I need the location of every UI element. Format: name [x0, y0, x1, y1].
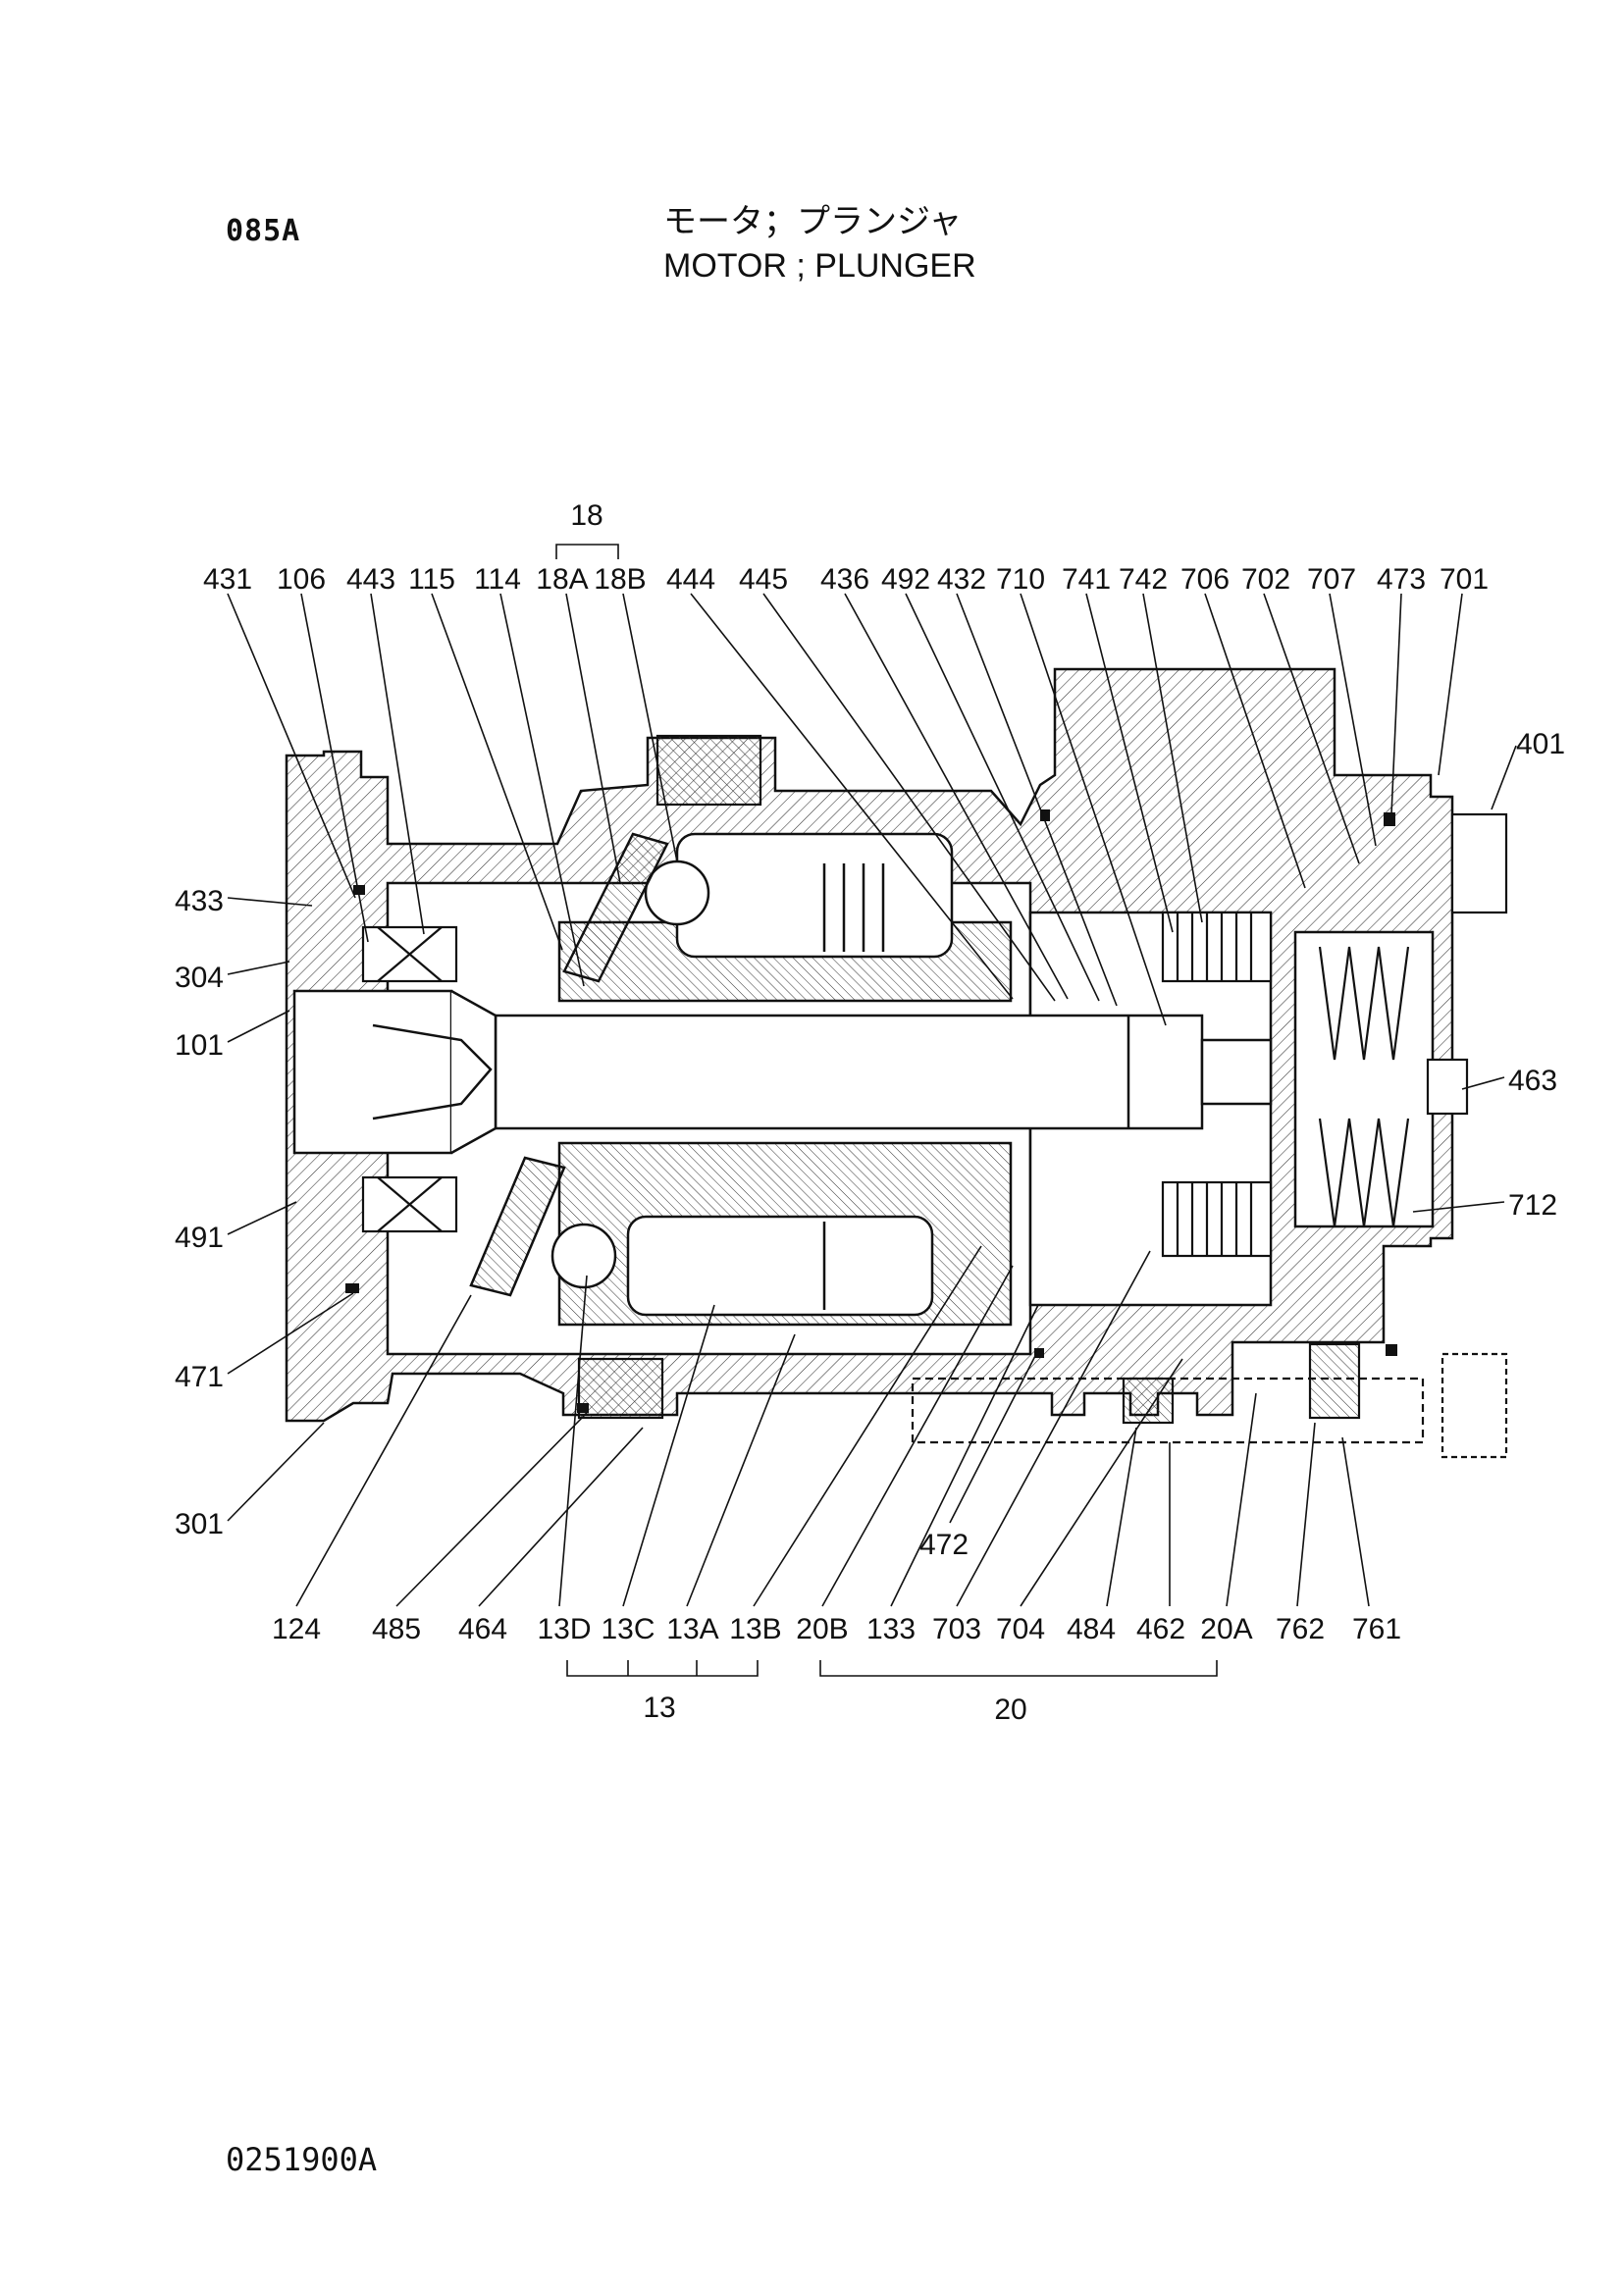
front-bearing — [361, 925, 458, 1233]
callout-label: 106 — [277, 563, 326, 596]
swash-plate — [469, 832, 669, 1297]
callout-label: 133 — [866, 1613, 916, 1645]
callout-label: 473 — [1377, 563, 1426, 596]
o-ring-seals — [345, 809, 1397, 1413]
callout-label: 703 — [932, 1613, 981, 1645]
title-english: MOTOR ; PLUNGER — [663, 247, 976, 285]
callout-labels-bottom: 124 485 464 13D 13C 13A 13B 20B 133 703 … — [272, 1613, 1401, 1645]
title-japanese: モータ；プランジャ — [663, 202, 963, 241]
callout-label: 13B — [729, 1613, 781, 1645]
callout-label: 741 — [1062, 563, 1111, 596]
group-labels: 18 13 20 — [570, 499, 1026, 1726]
callout-label: 13A — [666, 1613, 718, 1645]
callout-label: 20A — [1200, 1613, 1252, 1645]
page-code: 085A — [226, 214, 301, 248]
callout-label: 707 — [1307, 563, 1356, 596]
callout-label: 431 — [203, 563, 252, 596]
callout-label: 462 — [1136, 1613, 1185, 1645]
callout-label: 702 — [1241, 563, 1290, 596]
callout-label: 762 — [1276, 1613, 1325, 1645]
group-label-20: 20 — [994, 1694, 1026, 1726]
callout-label: 464 — [458, 1613, 507, 1645]
callout-label: 301 — [175, 1508, 224, 1540]
callout-labels-mid: 472 — [919, 1529, 969, 1561]
callout-label: 443 — [346, 563, 395, 596]
callout-labels-left: 433 304 101 491 471 301 — [175, 885, 224, 1540]
callout-label: 761 — [1352, 1613, 1401, 1645]
callout-label: 101 — [175, 1029, 224, 1062]
callout-label: 124 — [272, 1613, 321, 1645]
callout-label: 742 — [1119, 563, 1168, 596]
callout-label: 444 — [666, 563, 715, 596]
callout-label: 463 — [1508, 1065, 1557, 1097]
group-label-13: 13 — [643, 1692, 675, 1724]
callout-label: 401 — [1516, 728, 1565, 760]
group-brackets — [555, 544, 1218, 1677]
output-shaft — [292, 989, 1273, 1155]
callout-label: 432 — [937, 563, 986, 596]
brake-springs — [1318, 946, 1410, 1227]
callout-label: 485 — [372, 1613, 421, 1645]
callout-label: 492 — [881, 563, 930, 596]
group-label-18: 18 — [570, 499, 602, 532]
callout-label: 471 — [175, 1361, 224, 1393]
brake-discs — [1161, 911, 1273, 1258]
drawing-number: 0251900A — [226, 2141, 378, 2178]
callout-label: 484 — [1067, 1613, 1116, 1645]
callout-label: 433 — [175, 885, 224, 917]
callout-label: 304 — [175, 962, 224, 994]
callout-labels-top: 431 106 443 115 114 18A 18B 444 445 436 … — [203, 563, 1489, 596]
rear-cover — [577, 734, 1508, 1459]
callout-label: 472 — [919, 1529, 969, 1561]
cylinder-block — [550, 832, 1013, 1327]
callout-label: 114 — [474, 563, 521, 596]
callout-label: 436 — [820, 563, 869, 596]
callout-label: 704 — [996, 1613, 1045, 1645]
callout-label: 13D — [537, 1613, 591, 1645]
callout-label: 20B — [796, 1613, 848, 1645]
callout-label: 18A — [536, 563, 588, 596]
callout-label: 445 — [739, 563, 788, 596]
callout-label: 491 — [175, 1222, 224, 1254]
leader-lines — [227, 593, 1517, 1607]
callout-label: 710 — [996, 563, 1045, 596]
callout-label: 18B — [594, 563, 646, 596]
callout-labels-right: 401 463 712 — [1508, 728, 1565, 1222]
callout-label: 115 — [408, 563, 455, 596]
callout-label: 13C — [601, 1613, 655, 1645]
callout-label: 706 — [1180, 563, 1230, 596]
callout-label: 701 — [1440, 563, 1489, 596]
callout-label: 712 — [1508, 1189, 1557, 1222]
